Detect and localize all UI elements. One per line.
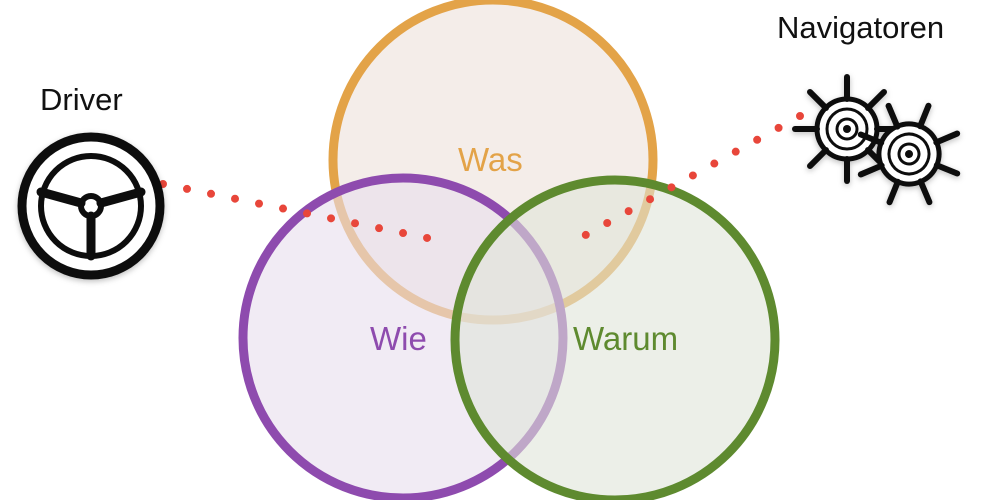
driver-label: Driver	[40, 82, 123, 117]
steering-wheel-icon	[17, 132, 165, 280]
ship-wheels-icon	[795, 77, 977, 222]
circle-warum	[450, 175, 780, 500]
dotted-connectors	[159, 112, 804, 246]
navigatoren-label: Navigatoren	[777, 10, 945, 45]
driver-connector	[159, 180, 441, 244]
warum-label: Warum	[573, 320, 679, 357]
was-label: Was	[458, 141, 523, 178]
wie-label: Wie	[370, 320, 427, 357]
